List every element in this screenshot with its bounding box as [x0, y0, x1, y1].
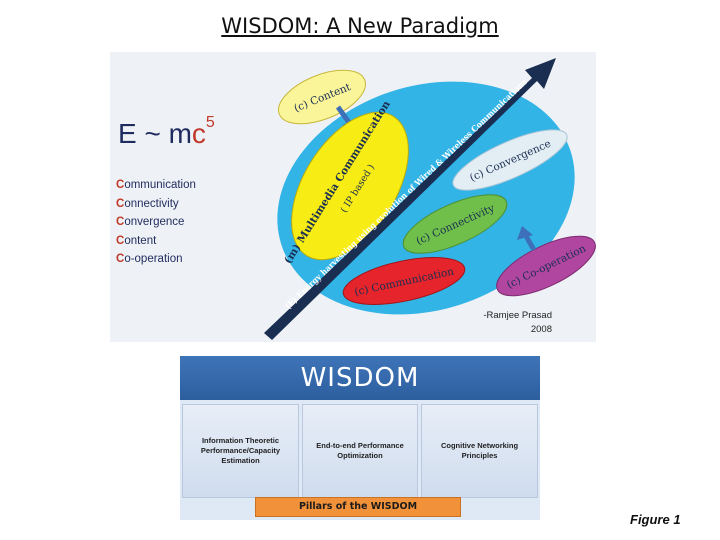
convergence-ellipse	[452, 129, 568, 191]
author-credit: -Ramjee Prasad 2008	[456, 309, 552, 337]
wisdom-header: WISDOM	[180, 356, 540, 400]
equation: E ~ mc5	[118, 114, 215, 150]
equation-c: c	[191, 118, 206, 149]
list-item: Connectivity	[116, 197, 179, 210]
content-ellipse	[278, 69, 366, 125]
author-name: -Ramjee Prasad	[483, 310, 552, 321]
multimedia-ellipse	[291, 111, 409, 261]
equation-exponent: 5	[205, 113, 215, 131]
author-year: 2008	[530, 324, 552, 335]
pillar-information-theoretic: Information Theoretic Performance/Capaci…	[182, 404, 299, 498]
pillars-banner: Pillars of the WISDOM	[255, 497, 461, 517]
cooperation-arrow	[523, 234, 537, 252]
pillar-end-to-end: End-to-end Performance Optimization	[302, 404, 418, 498]
energy-arrow	[264, 58, 556, 340]
figure-caption: Figure 1	[630, 512, 681, 527]
c-pillars-list: Communication Connectivity Convergence C…	[116, 176, 196, 269]
list-item: Content	[116, 234, 157, 247]
connectivity-ellipse	[402, 194, 508, 254]
pillar-cognitive-networking: Cognitive Networking Principles	[421, 404, 538, 498]
page-title: WISDOM: A New Paradigm	[221, 14, 499, 38]
communication-ellipse	[342, 257, 466, 305]
list-item: Convergence	[116, 216, 185, 228]
list-item: Co-operation	[116, 253, 183, 265]
cooperation-arrow-head	[517, 226, 533, 240]
cooperation-ellipse	[496, 235, 596, 297]
list-item: Communication	[116, 179, 196, 191]
content-arrow	[335, 105, 353, 126]
equation-main: E ~ m	[118, 118, 192, 149]
